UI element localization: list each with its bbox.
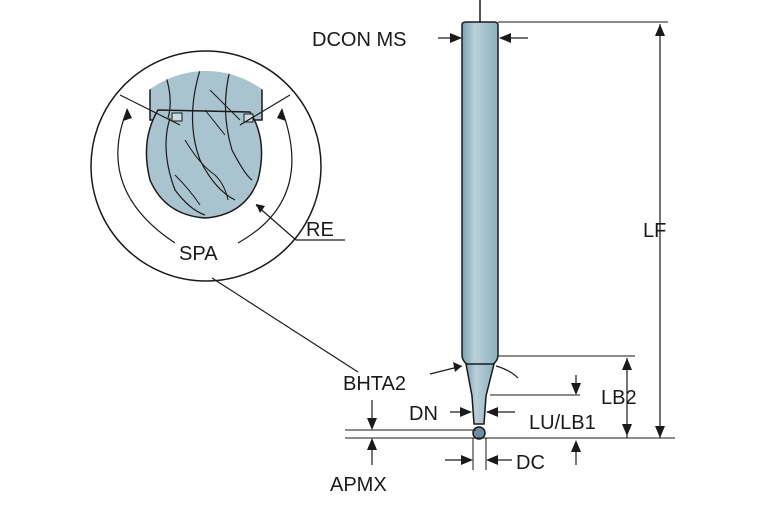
lu-lb1-dimension (490, 375, 581, 465)
label-re: RE (306, 219, 334, 241)
lf-dimension (655, 24, 665, 438)
label-apmx: APMX (330, 474, 387, 496)
detail-circle (90, 50, 322, 282)
label-dcon-ms: DCON MS (312, 29, 406, 51)
tool-ball-tip (472, 426, 486, 440)
label-lu-lb1: LU/LB1 (529, 412, 596, 434)
apmx-dimension (367, 400, 377, 465)
label-bhta2: BHTA2 (343, 373, 406, 395)
spa-arc (117, 109, 293, 244)
dc-dimension (445, 438, 512, 470)
dn-dimension (450, 407, 515, 417)
detail-view (90, 50, 345, 282)
dcon-dimension (438, 33, 528, 43)
tool-shank (461, 21, 499, 373)
label-spa: SPA (179, 243, 218, 265)
tool-side-view (461, 0, 499, 440)
lb2-dimension (498, 355, 635, 438)
tool-neck (465, 363, 495, 425)
label-lb2: LB2 (601, 387, 637, 409)
label-dc: DC (516, 452, 545, 474)
bhta2-leader (211, 277, 359, 373)
label-dn: DN (409, 403, 438, 425)
label-lf: LF (643, 220, 666, 242)
